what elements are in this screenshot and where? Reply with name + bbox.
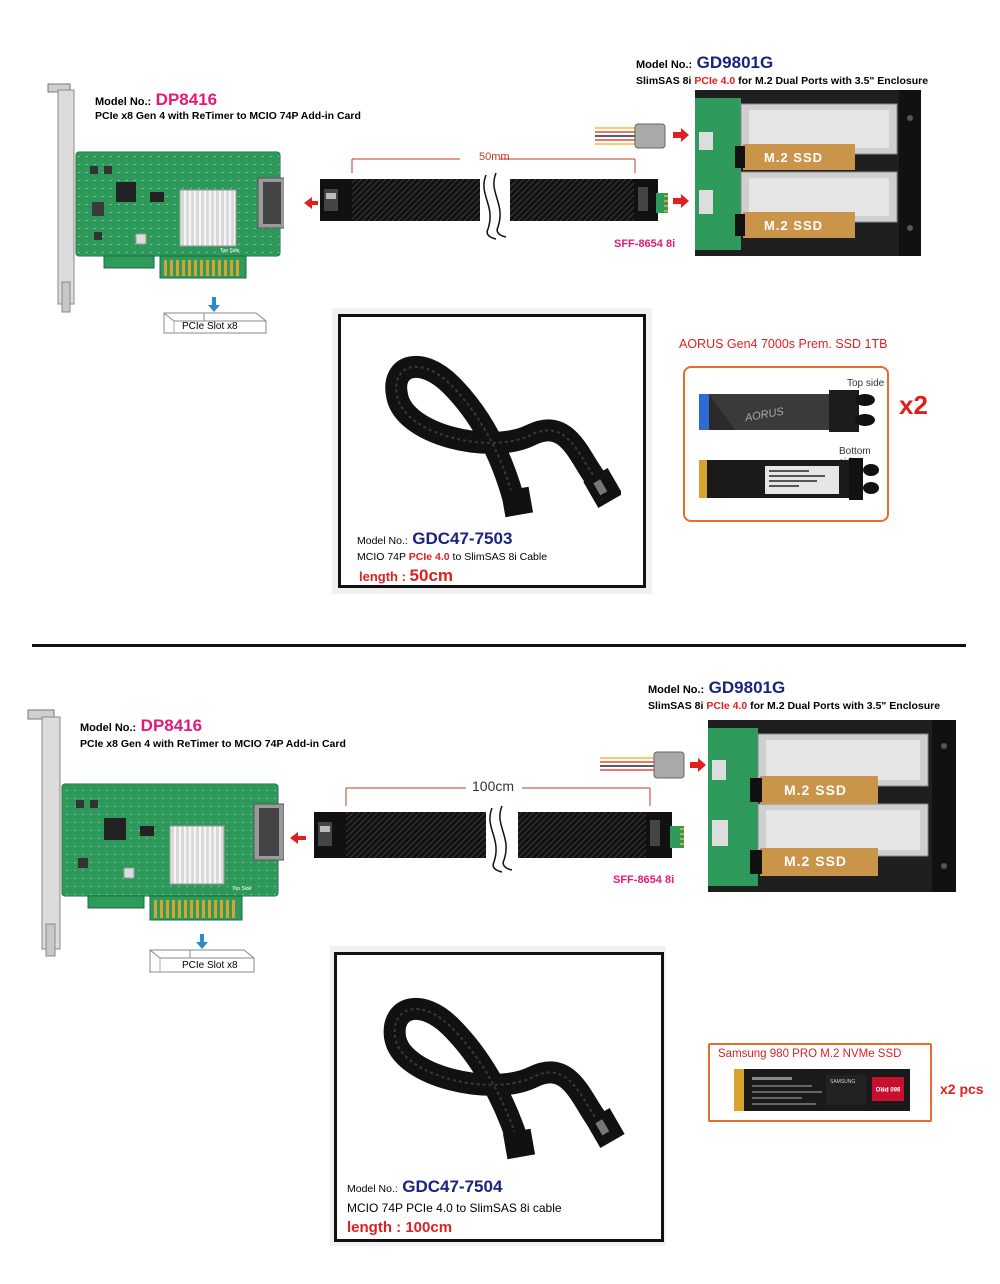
cable-photo (383, 998, 625, 1160)
model-label: Model No.: (347, 1183, 398, 1195)
model-number: GD9801G (708, 678, 786, 697)
left-arrow-icon (304, 197, 318, 209)
cable-description: MCIO 74P PCIe 4.0 to SlimSAS 8i cable (347, 1201, 562, 1215)
down-arrow-icon (208, 297, 220, 312)
pcie-slot-drawing (163, 297, 267, 334)
cable-photo (385, 356, 621, 518)
cable-photo-frame: Model No.: GDC47-7503 MCIO 74P PCIe 4.0 … (332, 308, 652, 594)
ssd-bottom-image (699, 458, 879, 500)
connector-label: SFF-8654 8i (613, 874, 675, 886)
cable-photo-box: Model No.: GDC47-7504 MCIO 74P PCIe 4.0 … (334, 952, 664, 1242)
cable-length-mark: 100cm (472, 778, 515, 794)
model-number: DP8416 (140, 716, 203, 735)
right-arrow-icon (673, 128, 689, 142)
cable-length: length : 50cm (359, 566, 454, 585)
ssd-badge: 980 PRO (875, 1085, 900, 1091)
cable-description: MCIO 74P PCIe 4.0 to SlimSAS 8i Cable (357, 551, 548, 563)
ssd-image: SAMSUNG 980 PRO (734, 1069, 910, 1111)
pcie-slot-label: PCIe Slot x8 (182, 960, 238, 971)
pcie-slot-drawing (149, 934, 255, 973)
enclosure-image (600, 720, 956, 892)
ssd-box: Top side AORUS Bottom side (683, 366, 889, 522)
right-arrow-icon (690, 758, 706, 772)
cable-photo-box: Model No.: GDC47-7503 MCIO 74P PCIe 4.0 … (338, 314, 646, 588)
ssd-box: Samsung 980 PRO M.2 NVMe SSD SAMSUNG 980… (708, 1043, 932, 1122)
ssd-title: Samsung 980 PRO M.2 NVMe SSD (718, 1048, 902, 1060)
enclosure-description: SlimSAS 8i PCIe 4.0 for M.2 Dual Ports w… (636, 75, 929, 87)
model-number: GDC47-7503 (412, 529, 513, 548)
ssd-title: AORUS Gen4 7000s Prem. SSD 1TB (679, 337, 888, 351)
right-arrow-icon (673, 194, 689, 208)
cable-model-line: Model No.: GDC47-7504 (347, 1177, 502, 1197)
card-model-line: Model No.: DP8416 (95, 90, 217, 110)
m2-ssd-label-1: M.2 SSD (764, 150, 824, 165)
m2-ssd-label-2: M.2 SSD (784, 853, 848, 869)
model-number: DP8416 (155, 90, 218, 109)
connector-label: SFF-8654 8i (614, 238, 676, 250)
model-label: Model No.: (357, 535, 408, 547)
model-label: Model No.: (80, 722, 137, 734)
card-model-line: Model No.: DP8416 (80, 716, 202, 736)
cable-model-line: Model No.: GDC47-7503 (357, 529, 512, 549)
enclosure-model-line: Model No.: GD9801G (636, 53, 773, 73)
top-side-caption: Top side (847, 378, 885, 389)
model-label: Model No.: (636, 59, 693, 71)
enclosure-model-line: Model No.: GD9801G (648, 678, 785, 698)
enclosure-image (595, 90, 921, 256)
brand-logo: SAMSUNG (830, 1079, 855, 1085)
model-number: GD9801G (696, 53, 774, 72)
pcie-card-image: Top Side (27, 709, 284, 957)
enclosure-description: SlimSAS 8i PCIe 4.0 for M.2 Dual Ports w… (648, 700, 941, 712)
pcie-slot-label: PCIe Slot x8 (182, 321, 238, 332)
section-divider (32, 644, 966, 647)
pcie-card-image: Top Side (47, 83, 284, 313)
cable-diagram (290, 778, 684, 873)
card-description: PCIe x8 Gen 4 with ReTimer to MCIO 74P A… (80, 738, 346, 750)
m2-ssd-label-1: M.2 SSD (784, 782, 848, 798)
left-arrow-icon (290, 832, 306, 844)
m2-ssd-label-2: M.2 SSD (764, 218, 824, 233)
model-label: Model No.: (648, 684, 705, 696)
cable-diagram (304, 151, 668, 240)
cable-length-mark: 50mm (479, 151, 510, 163)
ssd-top-image: AORUS (699, 390, 875, 432)
cable-length: length : 100cm (347, 1219, 453, 1236)
board-silkscreen: Top Side (232, 886, 252, 892)
ssd-quantity: x2 pcs (940, 1081, 984, 1097)
model-label: Model No.: (95, 96, 152, 108)
down-arrow-icon (196, 934, 208, 949)
cable-photo-frame: Model No.: GDC47-7504 MCIO 74P PCIe 4.0 … (330, 946, 666, 1246)
ssd-quantity: x2 (899, 390, 928, 420)
card-description: PCIe x8 Gen 4 with ReTimer to MCIO 74P A… (95, 110, 361, 122)
model-number: GDC47-7504 (402, 1177, 503, 1196)
board-silkscreen: Top Side (220, 248, 240, 254)
